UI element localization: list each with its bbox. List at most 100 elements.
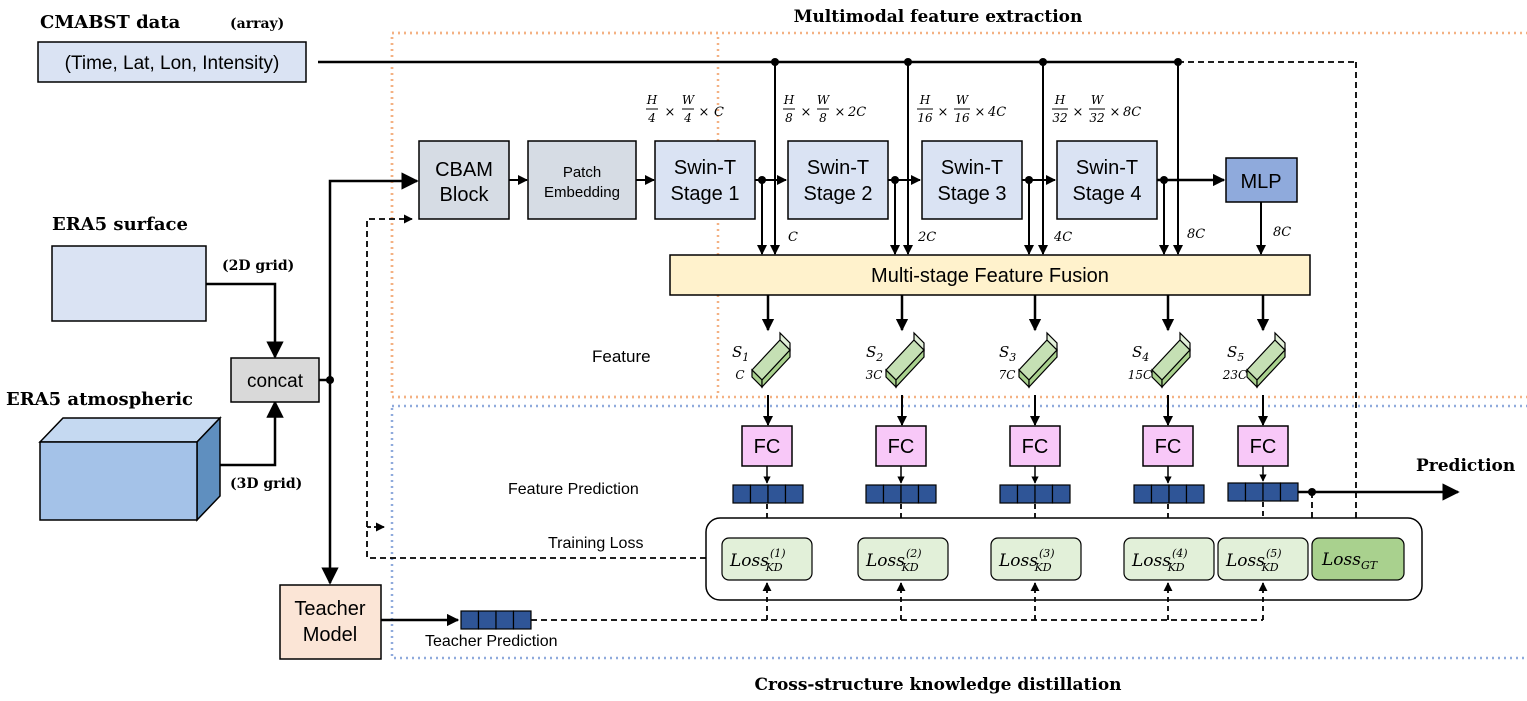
svg-text:Loss(3)KD: Loss(3)KD	[998, 547, 1055, 574]
dim-stage-4: H 32 × W 32 × 8C	[1052, 93, 1141, 125]
loss-kd-4: Loss(4)KD	[1123, 537, 1215, 581]
teacher-prediction-label: Teacher Prediction	[425, 633, 558, 650]
fusion-block	[669, 254, 1311, 296]
cmabst-box	[37, 41, 307, 83]
feature-name: S1	[732, 343, 749, 364]
svg-text:Swin-T: Swin-T	[1076, 157, 1138, 179]
svg-text:16: 16	[917, 111, 933, 125]
svg-text:W: W	[1091, 93, 1105, 107]
svg-text:Stage 3: Stage 3	[938, 183, 1007, 205]
atmos-type: (3D grid)	[230, 476, 302, 492]
svg-text:Stage 2: Stage 2	[804, 183, 873, 205]
svg-text:FC: FC	[754, 436, 781, 458]
loss-kd-1: Loss(1)KD	[721, 537, 813, 581]
feature-name: S4	[1132, 343, 1149, 364]
knowledge-distillation-region	[390, 404, 1527, 660]
svg-text:FC: FC	[1155, 436, 1182, 458]
concat-label: concat	[247, 371, 304, 392]
svg-text:Block: Block	[440, 184, 490, 206]
feature-name: S3	[999, 343, 1016, 364]
token-strips	[732, 482, 1299, 504]
fusion-label: Multi-stage Feature Fusion	[871, 265, 1109, 287]
svg-text:2C: 2C	[917, 230, 936, 245]
surface-box	[51, 245, 207, 322]
svg-text:Patch: Patch	[563, 164, 601, 181]
svg-text:×: ×	[1073, 105, 1084, 120]
svg-text:MLP: MLP	[1240, 171, 1281, 193]
feature-dim: 15C	[1128, 368, 1152, 382]
loss-kd-5: Loss(5)KD	[1217, 537, 1309, 581]
svg-text:FC: FC	[888, 436, 915, 458]
svg-text:×: ×	[801, 105, 812, 120]
feature-subscript: 1	[742, 351, 749, 364]
svg-text:4C: 4C	[987, 105, 1006, 120]
mlp-block: MLP	[1225, 157, 1298, 203]
svg-text:8C: 8C	[1123, 105, 1141, 120]
feature-prediction-token-1	[732, 484, 804, 504]
extraction-title: Multimodal feature extraction	[794, 7, 1083, 27]
feature-prediction-token-2	[865, 484, 937, 504]
loss-kd-3: Loss(3)KD	[990, 537, 1082, 581]
cmabst-fields: (Time, Lat, Lon, Intensity)	[65, 53, 280, 74]
swin-stage-4: Swin-T Stage 4	[1056, 140, 1158, 220]
atmos-cube	[38, 416, 222, 522]
svg-text:FC: FC	[1250, 436, 1277, 458]
svg-text:Loss(5)KD: Loss(5)KD	[1225, 547, 1282, 574]
cbam-block: CBAM Block	[418, 140, 510, 220]
dim-stage-3: H 16 × W 16 × 4C	[917, 93, 1006, 125]
svg-text:FC: FC	[1022, 436, 1049, 458]
swin-stage-2: Swin-T Stage 2	[787, 140, 889, 220]
cmabst-title: CMABST data	[40, 12, 181, 33]
fc-block-5: FC	[1237, 425, 1289, 467]
feature-name: S2	[866, 343, 883, 364]
svg-text:Embedding: Embedding	[544, 184, 620, 201]
prediction-label: Prediction	[1416, 456, 1515, 476]
svg-text:Loss(2)KD: Loss(2)KD	[865, 547, 922, 574]
svg-text:8C: 8C	[1273, 225, 1291, 240]
teacher-prediction-token	[460, 610, 532, 630]
fc-block-4: FC	[1142, 425, 1194, 467]
dim-stage-1: H 4 × W 4 × C	[646, 93, 724, 125]
training-loss-label: Training Loss	[548, 535, 643, 552]
loss-kd-2: Loss(2)KD	[857, 537, 949, 581]
svg-text:8: 8	[819, 111, 827, 125]
svg-text:8C: 8C	[1187, 227, 1205, 242]
feature-dim: 3C	[866, 368, 883, 382]
svg-text:H: H	[1054, 93, 1066, 107]
svg-text:×: ×	[835, 105, 846, 120]
svg-text:×: ×	[699, 105, 710, 120]
atmos-title: ERA5 atmospheric	[6, 389, 193, 410]
teacher-token-strip	[460, 610, 532, 630]
teacher-model: Teacher Model	[279, 584, 382, 660]
dim-labels: H 4 × W 4 × C H 8 × W 8 × 2C H 16 × W	[646, 93, 1142, 125]
feature-subscript: 5	[1237, 351, 1244, 364]
cmabst-type: (array)	[230, 16, 284, 32]
svg-text:Swin-T: Swin-T	[941, 157, 1003, 179]
svg-text:8: 8	[785, 111, 793, 125]
feature-s1: S1C	[732, 331, 791, 389]
loss-boxes: Loss(1)KD Loss(2)KD Loss(3)KD Loss(4)KD Loss…	[721, 537, 1405, 581]
distillation-title: Cross-structure knowledge distillation	[754, 675, 1121, 695]
feature-prediction-token-4	[1133, 484, 1205, 504]
svg-text:2C: 2C	[847, 105, 866, 120]
svg-text:H: H	[783, 93, 795, 107]
svg-text:16: 16	[954, 111, 970, 125]
feature-prediction-label: Feature Prediction	[508, 481, 639, 498]
feature-prediction-token-5	[1227, 482, 1299, 502]
svg-text:C: C	[714, 105, 724, 120]
svg-text:×: ×	[1110, 105, 1121, 120]
feature-s4: S4 15C	[1128, 331, 1191, 389]
fc-block-2: FC	[875, 425, 927, 467]
swin-stage-3: Swin-T Stage 3	[921, 140, 1023, 220]
surface-title: ERA5 surface	[52, 214, 188, 235]
feature-dim: 7C	[999, 368, 1016, 382]
svg-text:W: W	[956, 93, 970, 107]
feature-subscript: 4	[1141, 351, 1149, 364]
loss-gt: LossGT	[1311, 537, 1405, 581]
feature-dim: 23C	[1222, 368, 1247, 382]
svg-text:Loss(4)KD: Loss(4)KD	[1131, 547, 1188, 574]
